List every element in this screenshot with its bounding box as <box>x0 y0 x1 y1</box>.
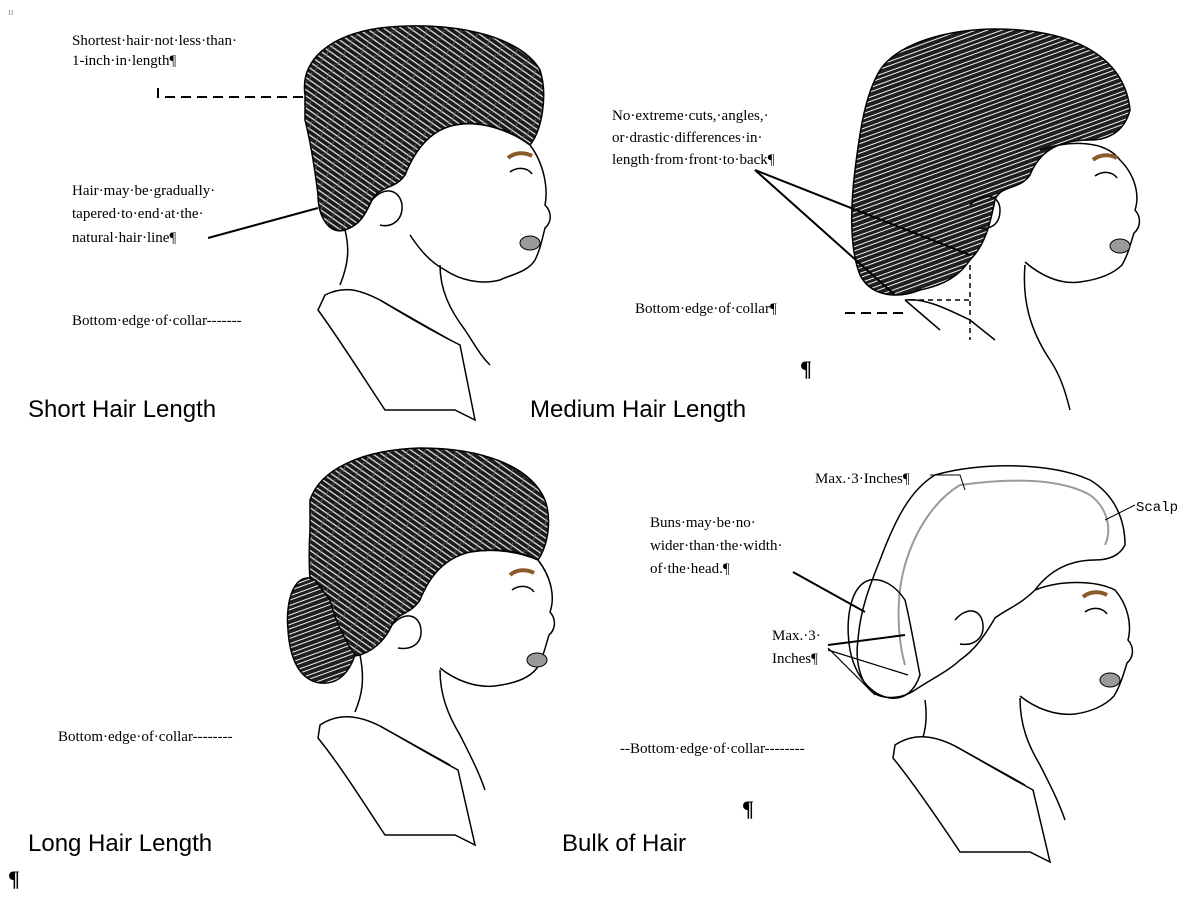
short-eye <box>510 168 532 174</box>
bulk-max-side-pointer-3 <box>828 650 908 675</box>
bulk-buns-label-line1: Buns·may·be·no· <box>650 512 756 534</box>
medium-collar-label: Bottom·edge·of·collar¶ <box>635 298 777 320</box>
bulk-hair-outline <box>857 466 1125 698</box>
bulk-buns-pointer <box>793 572 865 612</box>
long-lips <box>527 653 547 667</box>
bulk-scalp-label: Scalp <box>1136 497 1178 519</box>
medium-pilcrow: ¶ <box>800 356 812 382</box>
medium-collar <box>905 300 995 340</box>
medium-eyebrow <box>1093 155 1117 160</box>
short-eyebrow <box>508 153 532 158</box>
medium-cuts-label-line3: length·from·front·to·back¶ <box>612 149 775 171</box>
short-lips <box>520 236 540 250</box>
bulk-eyebrow <box>1083 592 1107 597</box>
short-hair-mass <box>304 26 543 231</box>
bulk-hair-figure <box>793 466 1135 862</box>
bulk-face-profile <box>1020 583 1132 715</box>
short-hair-figure <box>158 26 550 420</box>
medium-hair-title: Medium Hair Length <box>530 396 746 424</box>
bulk-buns-label-line3: of·the·head.¶ <box>650 558 730 580</box>
short-face-profile <box>410 124 550 282</box>
page-pilcrow: ¶ <box>8 866 20 892</box>
bulk-eye <box>1085 608 1107 614</box>
bulk-pilcrow: ¶ <box>742 796 754 822</box>
bulk-lips <box>1100 673 1120 687</box>
bulk-buns-label-line2: wider·than·the·width· <box>650 535 782 557</box>
short-collar-label: Bottom·edge·of·collar------- <box>72 310 242 332</box>
short-shortest-pointer <box>158 88 305 97</box>
short-shortest-label-line2: 1-inch·in·length¶ <box>72 50 176 72</box>
short-taper-label-line2: tapered·to·end·at·the· <box>72 203 204 225</box>
bulk-max-side-pointer-1 <box>828 635 905 645</box>
long-eyebrow <box>510 570 534 575</box>
bulk-top-measure <box>930 475 965 490</box>
medium-cuts-label-line1: No·extreme·cuts,·angles,· <box>612 105 769 127</box>
long-hair-figure <box>287 448 554 845</box>
bulk-max-side-label-line2: Inches¶ <box>772 648 818 670</box>
long-ear <box>392 616 421 648</box>
short-taper-label-line3: natural·hair·line¶ <box>72 227 176 249</box>
bulk-scalp-line <box>899 481 1109 665</box>
top-margin-mark: ıı <box>8 2 14 24</box>
medium-hair-mass <box>852 29 1130 295</box>
medium-cuts-label-line2: or·drastic·differences·in· <box>612 127 762 149</box>
long-collar-label: Bottom·edge·of·collar-------- <box>58 726 233 748</box>
medium-neck <box>1024 265 1070 410</box>
long-eye <box>512 586 534 592</box>
bulk-collar-label: --Bottom·edge·of·collar-------- <box>620 738 805 760</box>
medium-hair-figure <box>755 29 1139 410</box>
bulk-ear <box>955 611 983 644</box>
short-shortest-label-line1: Shortest·hair·not·less·than· <box>72 30 237 52</box>
bulk-bun <box>848 580 920 699</box>
bulk-hair-title: Bulk of Hair <box>562 830 686 858</box>
long-hair-title: Long Hair Length <box>28 830 212 858</box>
medium-eye <box>1095 172 1117 178</box>
short-hair-title: Short Hair Length <box>28 396 216 424</box>
short-taper-label-line1: Hair·may·be·gradually· <box>72 180 215 202</box>
bulk-max-top-label: Max.·3·Inches¶ <box>815 468 910 490</box>
medium-lips <box>1110 239 1130 253</box>
bulk-max-side-label-line1: Max.·3· <box>772 625 821 647</box>
short-taper-arrow <box>208 208 318 238</box>
short-ear <box>372 191 402 226</box>
medium-face-profile <box>1025 143 1139 282</box>
